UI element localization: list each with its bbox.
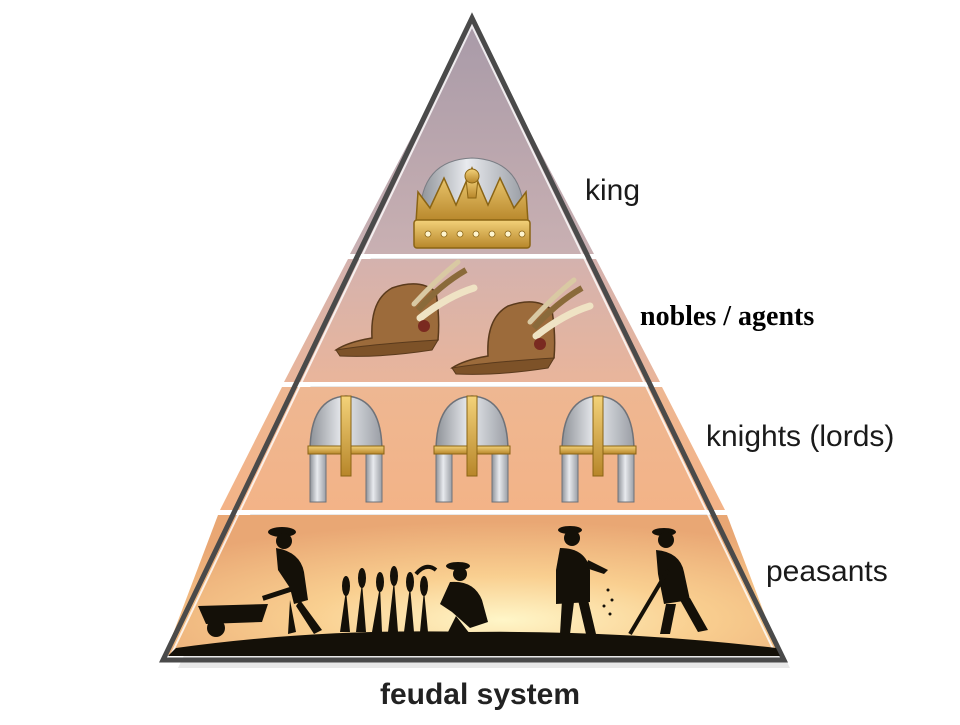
tier-label-nobles: nobles / agents xyxy=(640,301,815,333)
peasant-figure xyxy=(268,527,322,634)
wheat-silhouette xyxy=(340,566,428,632)
peasant-figure xyxy=(414,562,488,634)
tier-peasants xyxy=(165,515,780,655)
peasant-silhouettes xyxy=(168,526,780,656)
tier-king xyxy=(350,22,594,254)
helmet-icon xyxy=(307,395,385,503)
peasant-figure xyxy=(556,526,614,634)
tier-label-king: king xyxy=(585,174,641,207)
tier-label-knights: knights (lords) xyxy=(706,420,895,453)
diagram-title: feudal system xyxy=(379,678,581,711)
wheelbarrow-silhouette xyxy=(198,584,298,637)
peasant-figure xyxy=(628,528,708,636)
feathered-hat-icon xyxy=(334,259,478,357)
crown-icon xyxy=(413,157,531,249)
tier-label-peasants: peasants xyxy=(766,555,888,588)
helmet-icon xyxy=(559,395,637,503)
feathered-hat-icon xyxy=(450,277,594,375)
helmet-icon xyxy=(433,395,511,503)
